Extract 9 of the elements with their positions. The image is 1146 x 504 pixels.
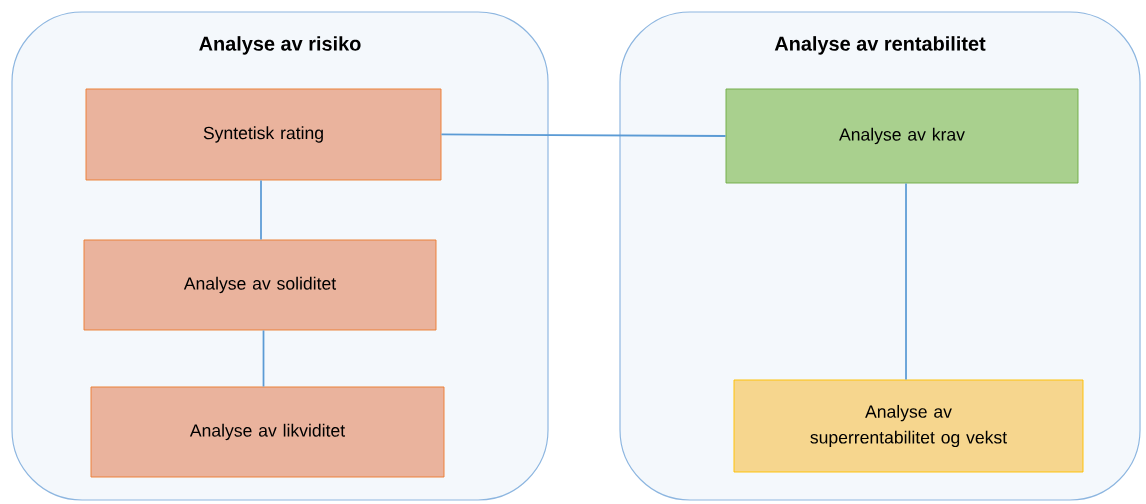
- connector-line: [260, 179, 262, 241]
- process-box: Analyse av soliditet: [83, 239, 437, 331]
- process-box: Analyse av krav: [725, 88, 1079, 184]
- process-box: Syntetisk rating: [85, 88, 442, 181]
- connector-line: [262, 329, 265, 388]
- connector-line: [440, 133, 727, 137]
- process-box: Analyse av likviditet: [90, 386, 445, 478]
- process-box: Analyse av superrentabilitet og vekst: [733, 379, 1084, 473]
- connector-line: [905, 182, 907, 381]
